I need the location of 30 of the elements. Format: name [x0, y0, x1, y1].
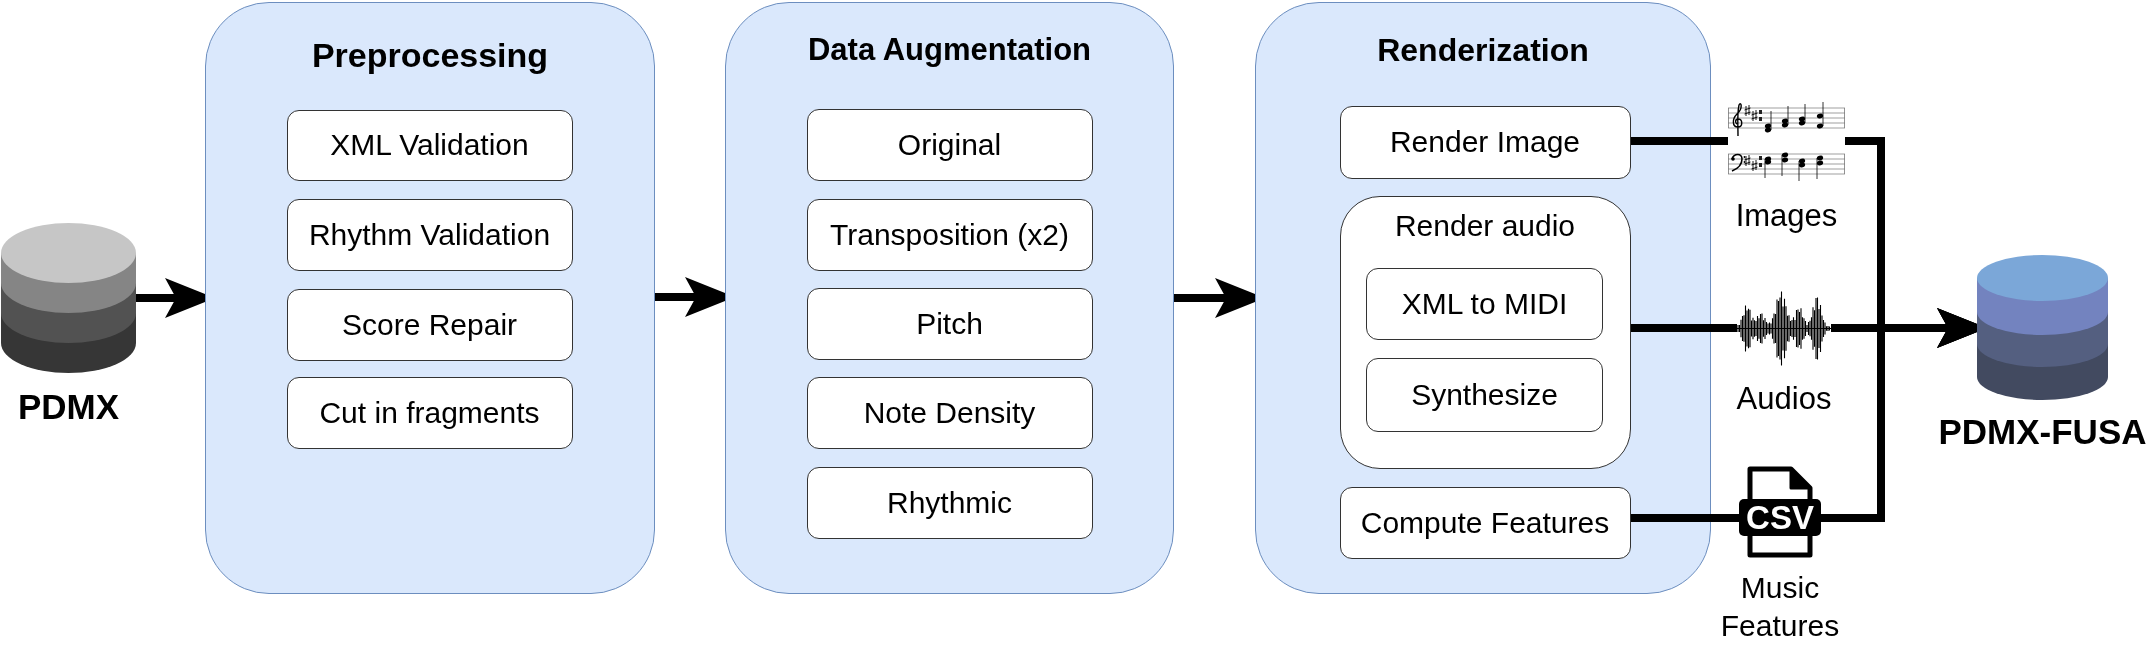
step-box: Score Repair: [286, 288, 573, 361]
step-box: Compute Features: [1339, 486, 1631, 559]
group-title: Render audio: [1394, 207, 1576, 244]
step-box: XML to MIDI: [1366, 268, 1603, 340]
stage-panel: [1255, 2, 1711, 594]
group-box: [1339, 195, 1631, 469]
picture-caption: Music Features: [1719, 570, 1841, 644]
connector-line: [1631, 324, 1737, 332]
file-type-tag: CSV: [1739, 499, 1821, 536]
connector-line: [1631, 137, 1728, 145]
panel-title: Preprocessing: [311, 35, 549, 75]
step-box: Original: [806, 108, 1093, 181]
step-box: Rhythmic: [806, 466, 1093, 539]
step-box: Note Density: [806, 376, 1093, 449]
step-box: Pitch: [806, 287, 1093, 360]
step-box: Transposition (x2): [806, 198, 1093, 271]
step-box: Render Image: [1339, 105, 1631, 179]
panel-title: Renderization: [1377, 31, 1589, 69]
picture-caption: Audios: [1736, 381, 1832, 417]
dataset-label: PDMX-FUSA: [1938, 412, 2147, 452]
connector-line: [1631, 514, 1739, 522]
step-box: Rhythm Validation: [286, 198, 573, 271]
step-box: Cut in fragments: [286, 376, 573, 449]
dataset-label: PDMX: [17, 387, 120, 427]
stage-panel: [205, 2, 655, 594]
picture-caption: Images: [1735, 198, 1838, 234]
step-box: XML Validation: [286, 109, 573, 181]
step-box: Synthesize: [1366, 358, 1603, 432]
panel-title: Data Augmentation: [808, 32, 1091, 68]
stage-panel: [725, 2, 1174, 594]
